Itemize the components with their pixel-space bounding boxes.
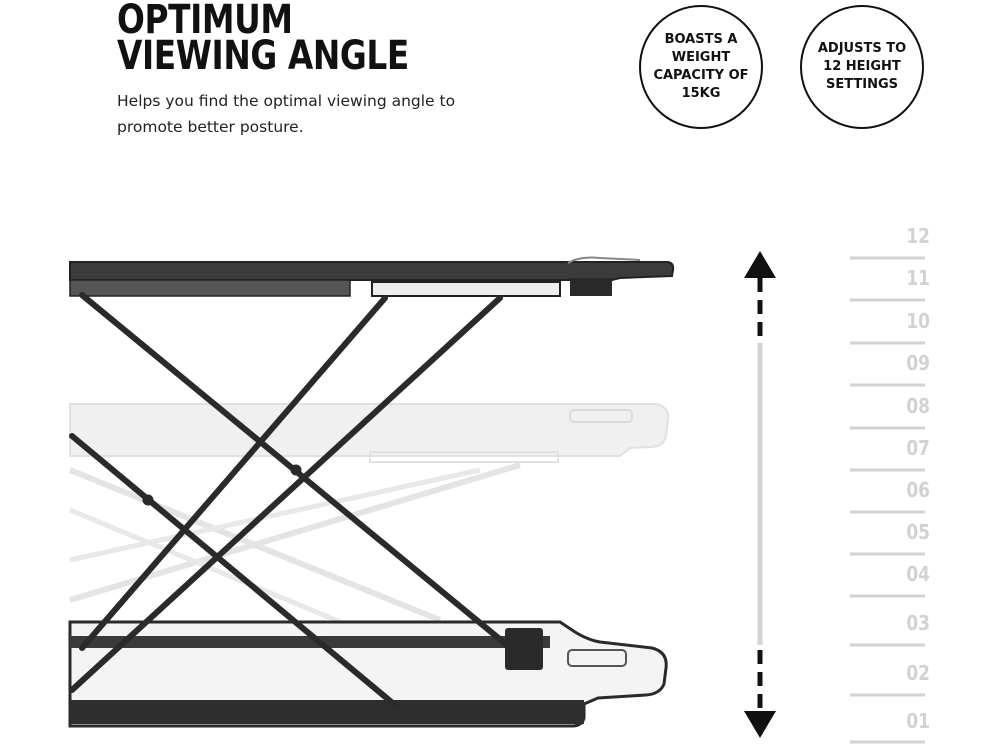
height-label-09: 09 <box>906 351 930 375</box>
desk-top-raised <box>69 256 675 297</box>
weight-capacity-text: BOASTS A WEIGHT CAPACITY OF 15KG <box>653 32 749 101</box>
height-label-11: 11 <box>906 266 930 290</box>
height-label-02: 02 <box>906 661 930 685</box>
height-label-08: 08 <box>906 394 930 418</box>
height-settings-badge: ADJUSTS TO 12 HEIGHT SETTINGS <box>800 5 924 129</box>
height-label-05: 05 <box>906 520 930 544</box>
ghost-desk-mid <box>68 403 670 633</box>
height-label-03: 03 <box>906 611 930 635</box>
page-title: OPTIMUM VIEWING ANGLE <box>117 0 409 79</box>
page-description: Helps you find the optimal viewing angle… <box>117 92 456 136</box>
height-label-01: 01 <box>906 709 930 733</box>
height-scale-ticks <box>850 256 925 744</box>
height-label-06: 06 <box>906 478 930 502</box>
weight-capacity-badge: BOASTS A WEIGHT CAPACITY OF 15KG <box>639 5 763 129</box>
height-label-07: 07 <box>906 436 930 460</box>
height-label-10: 10 <box>906 309 930 333</box>
double-arrow-icon <box>744 251 776 738</box>
height-label-12: 12 <box>906 224 930 248</box>
scissor-frame <box>69 292 533 708</box>
height-settings-text: ADJUSTS TO 12 HEIGHT SETTINGS <box>817 41 907 92</box>
height-label-04: 04 <box>906 562 930 586</box>
desk-base <box>68 620 668 728</box>
